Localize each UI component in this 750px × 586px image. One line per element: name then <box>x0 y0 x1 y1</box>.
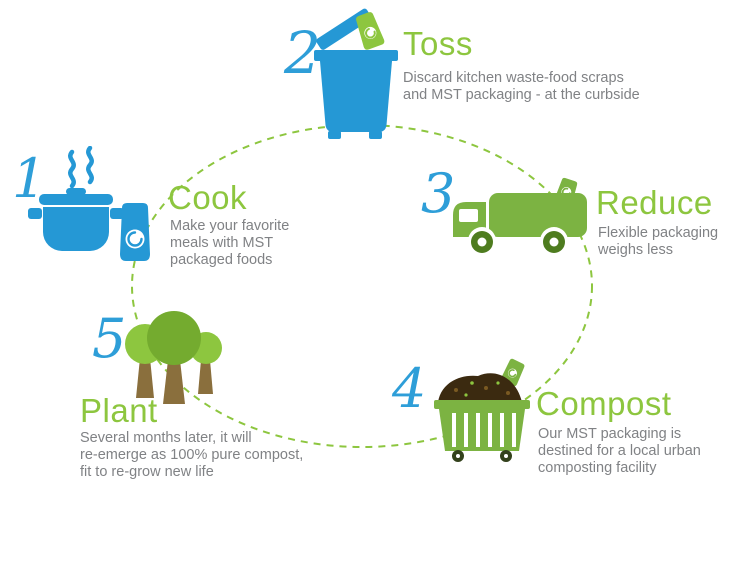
tree-trunk <box>163 360 185 404</box>
recycle-logo-icon <box>365 27 376 39</box>
tree-trunk <box>136 358 154 398</box>
garbage-truck-icon <box>451 177 591 261</box>
step-description: Make your favorite meals with MST packag… <box>170 218 290 268</box>
step-description: Our MST packaging is destined for a loca… <box>538 426 701 476</box>
step-description: Several months later, it will re-emerge … <box>80 430 304 480</box>
steam-icon <box>86 145 94 185</box>
step-title: Plant <box>80 392 158 429</box>
step-description: Discard kitchen waste-food scraps and MS… <box>403 70 640 103</box>
step-title: Toss <box>403 25 473 62</box>
steam-icon <box>68 149 76 189</box>
step-title: Reduce <box>596 184 713 221</box>
recycle-logo-icon <box>127 231 143 247</box>
step-number: 3 <box>421 162 456 225</box>
compost-dumpster-icon <box>428 358 536 464</box>
step-description: Flexible packaging weighs less <box>598 225 719 258</box>
step-number: 1 <box>12 147 47 210</box>
tree-canopy <box>147 311 201 365</box>
mst-package-icon <box>116 201 154 263</box>
mst-package-icon <box>356 12 385 50</box>
tree-trunk <box>198 360 213 394</box>
trash-bin-icon <box>313 4 399 140</box>
step-number: 2 <box>284 19 321 87</box>
step-number: 4 <box>392 357 427 420</box>
recycle-logo-icon <box>508 369 517 378</box>
step-number: 5 <box>92 307 127 370</box>
cab-window <box>459 209 478 222</box>
trees-icon <box>119 308 225 406</box>
compost-pile <box>438 373 522 402</box>
step-title: Compost <box>536 385 672 422</box>
cooking-pot-icon <box>26 145 126 256</box>
step-title: Cook <box>168 179 248 216</box>
